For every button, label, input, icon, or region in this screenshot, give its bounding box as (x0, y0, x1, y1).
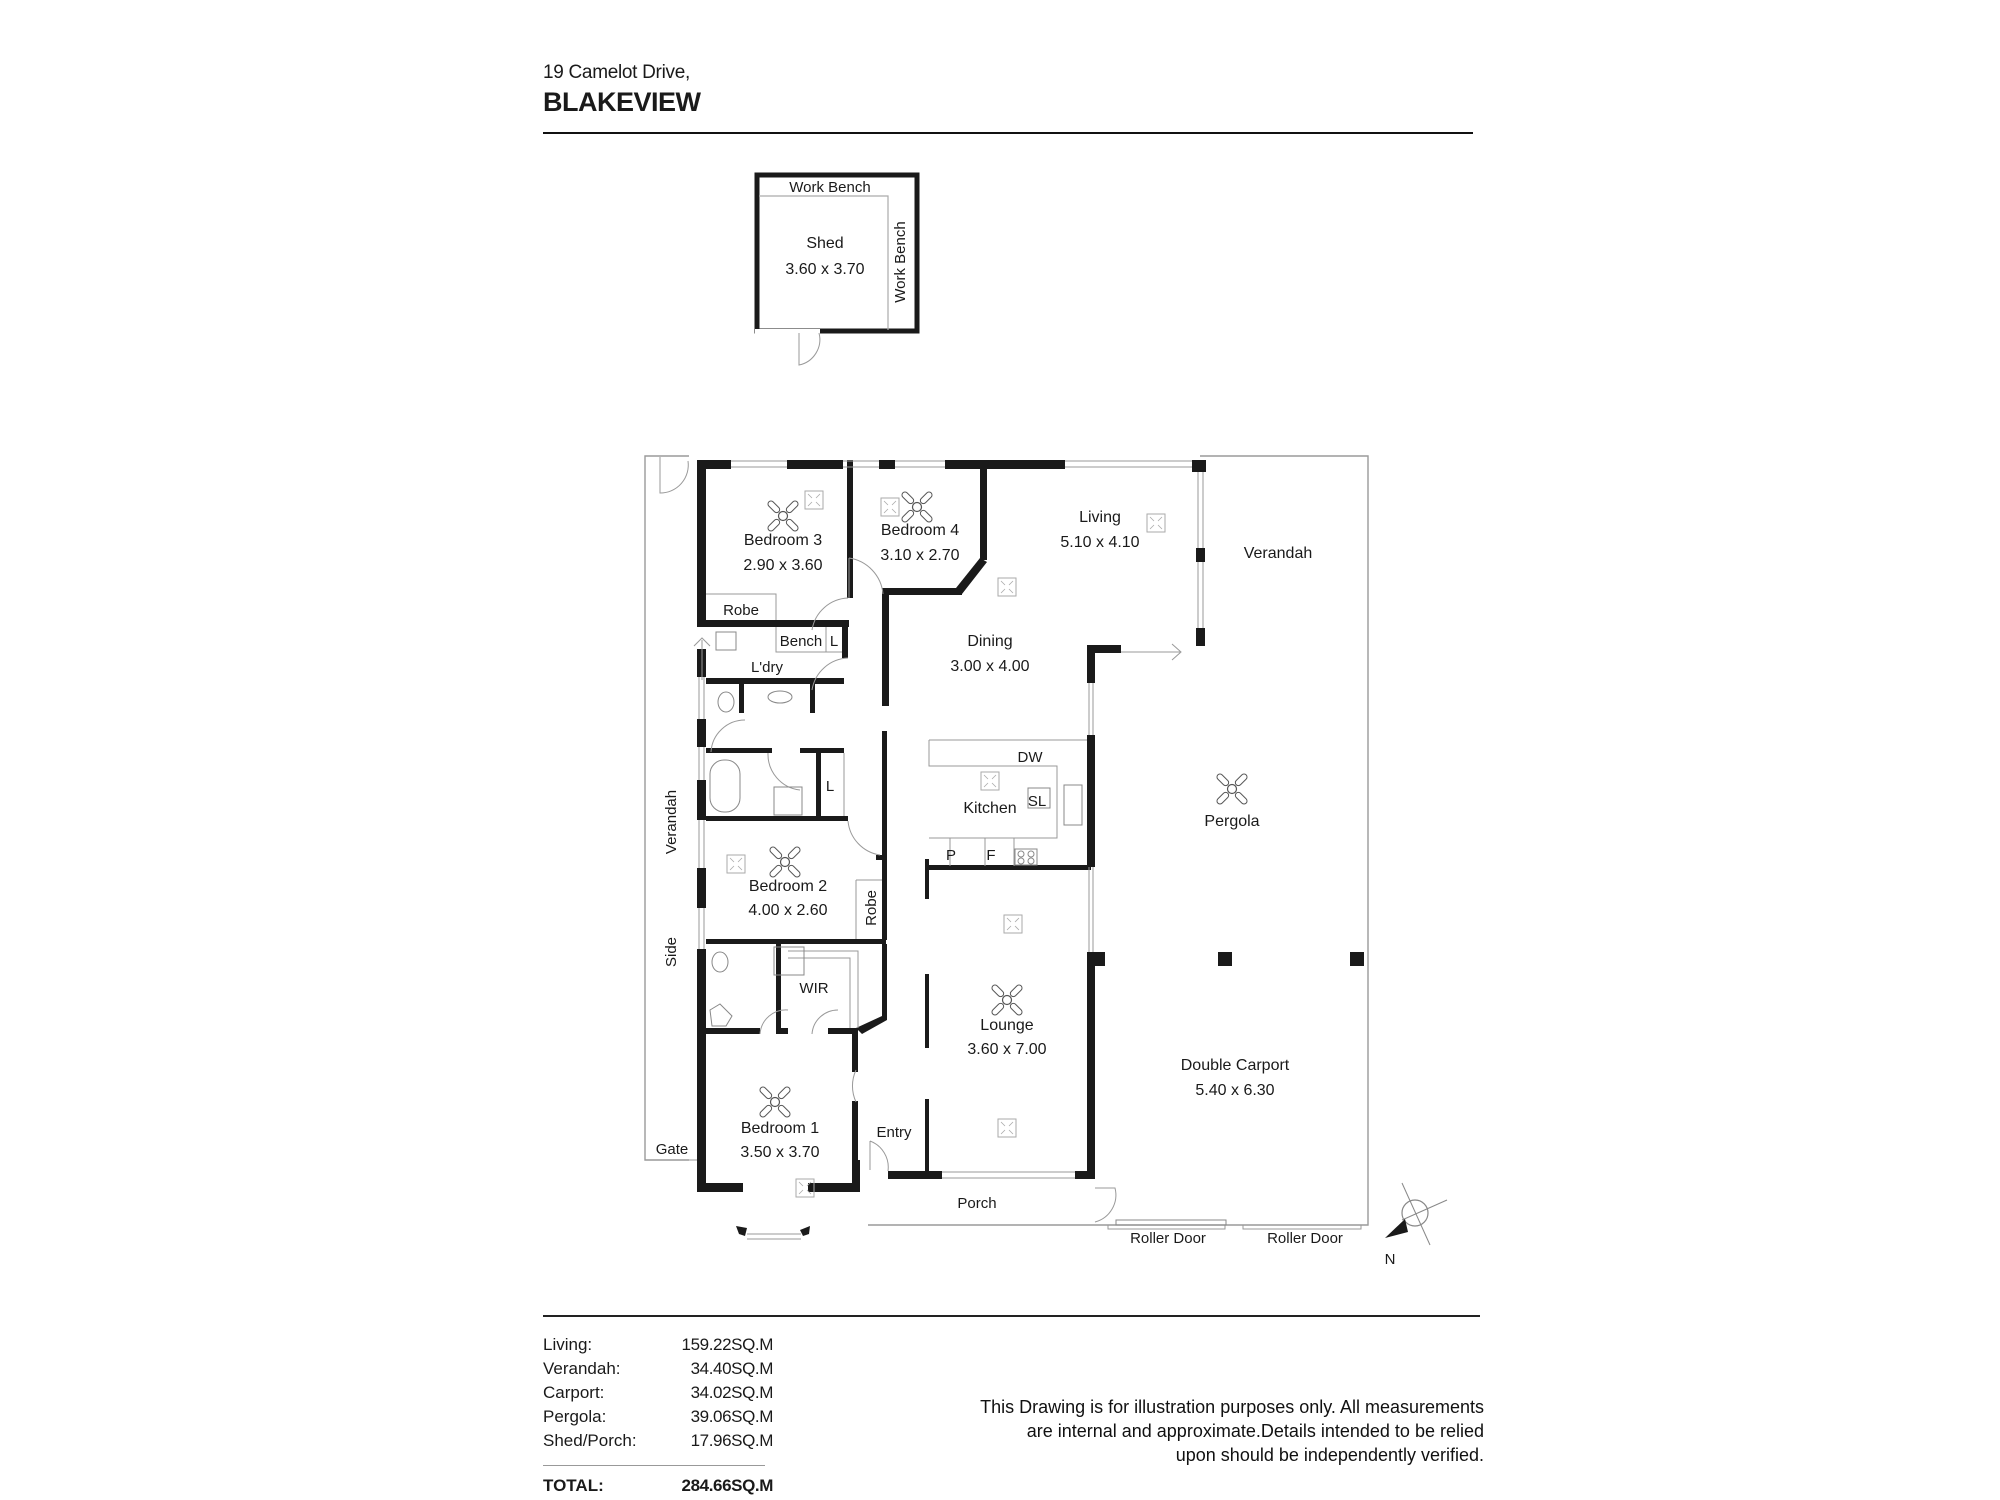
area-value: 34.40SQ.M (690, 1359, 774, 1378)
laundry-label: L'dry (751, 659, 784, 676)
disclaimer-line-3: upon should be independently verified. (1175, 1445, 1484, 1465)
bedroom1-label: Bedroom 1 (741, 1120, 819, 1137)
total-value: 284.66SQ.M (681, 1476, 774, 1495)
porch-label: Porch (957, 1195, 996, 1212)
roller-door-1-label: Roller Door (1130, 1230, 1206, 1247)
bench-label: Bench (780, 633, 823, 650)
carport-label: Double Carport (1181, 1057, 1290, 1074)
area-label: Pergola: (543, 1407, 607, 1426)
gate-label: Gate (656, 1141, 689, 1158)
street-address: 19 Camelot Drive, (543, 62, 690, 83)
header-divider (543, 132, 1473, 134)
lounge-dims: 3.60 x 7.00 (967, 1041, 1046, 1058)
windows (645, 460, 1362, 1240)
bedroom3-dims: 2.90 x 3.60 (743, 557, 822, 574)
shed-label: Shed (806, 235, 843, 252)
bedroom3-label: Bedroom 3 (744, 532, 822, 549)
area-value: 159.22SQ.M (681, 1335, 774, 1354)
room-labels: Bedroom 3 2.90 x 3.60 Bedroom 4 3.10 x 2… (740, 509, 1312, 1161)
disclaimer: This Drawing is for illustration purpose… (890, 1395, 1484, 1467)
living-label: Living (1079, 509, 1121, 526)
kitchen-label: Kitchen (963, 800, 1016, 817)
suburb-name: BLAKEVIEW (543, 87, 701, 117)
robe2-label: Robe (863, 890, 880, 926)
lounge-label: Lounge (980, 1017, 1033, 1034)
area-row-carport: Carport: 34.02SQ.M (543, 1381, 773, 1405)
area-total-row: TOTAL: 284.66SQ.M (543, 1476, 773, 1496)
sink-label: SL (1028, 793, 1046, 810)
door-swings (710, 557, 1117, 1223)
area-row-shed-porch: Shed/Porch: 17.96SQ.M (543, 1429, 773, 1453)
total-divider (543, 1465, 765, 1466)
bedroom2-dims: 4.00 x 2.60 (748, 902, 827, 919)
side-label: Side (663, 937, 680, 967)
pantry-label: P (946, 847, 956, 864)
pergola-label: Pergola (1204, 813, 1259, 830)
disclaimer-line-1: This Drawing is for illustration purpose… (980, 1397, 1484, 1417)
north-label: N (1385, 1251, 1396, 1268)
bedroom2-label: Bedroom 2 (749, 878, 827, 895)
bedroom4-label: Bedroom 4 (881, 522, 959, 539)
area-label: Carport: (543, 1383, 605, 1402)
area-row-pergola: Pergola: 39.06SQ.M (543, 1405, 773, 1429)
shed: Work Bench Work Bench Shed 3.60 x 3.70 (754, 172, 920, 366)
area-label: Living: (543, 1335, 593, 1354)
area-value: 39.06SQ.M (690, 1407, 774, 1426)
robe-label: Robe (723, 602, 759, 619)
disclaimer-line-2: are internal and approximate.Details int… (1026, 1421, 1484, 1441)
downlight-icons (726, 490, 1166, 1198)
area-value: 34.02SQ.M (690, 1383, 774, 1402)
wir-label: WIR (799, 980, 828, 997)
shed-workbench-top: Work Bench (789, 179, 870, 196)
north-compass-icon: N (1385, 1182, 1448, 1268)
bedroom4-dims: 3.10 x 2.70 (880, 547, 959, 564)
fixture-labels: Robe Bench L L'dry L Robe WIR DW SL P F … (656, 602, 1343, 1247)
property-header: 19 Camelot Drive, BLAKEVIEW (543, 62, 1473, 118)
shed-workbench-right: Work Bench (892, 221, 909, 302)
area-label: Verandah: (543, 1359, 621, 1378)
fixtures (709, 631, 1227, 1226)
verandah-right-label: Verandah (1244, 545, 1313, 562)
linen2-label: L (826, 778, 834, 795)
verandah-left-label: Verandah (663, 790, 680, 854)
total-label: TOTAL: (543, 1476, 604, 1495)
bedroom1-dims: 3.50 x 3.70 (740, 1144, 819, 1161)
dining-label: Dining (967, 633, 1012, 650)
entry-label: Entry (876, 1124, 912, 1141)
area-row-verandah: Verandah: 34.40SQ.M (543, 1357, 773, 1381)
dining-dims: 3.00 x 4.00 (950, 658, 1029, 675)
walls (697, 460, 1364, 1236)
area-value: 17.96SQ.M (690, 1431, 774, 1450)
area-label: Shed/Porch: (543, 1431, 637, 1450)
area-summary: Living: 159.22SQ.M Verandah: 34.40SQ.M C… (543, 1333, 773, 1496)
area-row-living: Living: 159.22SQ.M (543, 1333, 773, 1357)
roller-door-2-label: Roller Door (1267, 1230, 1343, 1247)
living-dims: 5.10 x 4.10 (1060, 534, 1139, 551)
fridge-label: F (986, 847, 995, 864)
linen-label: L (830, 633, 838, 650)
footer-divider (543, 1315, 1480, 1317)
carport-dims: 5.40 x 6.30 (1195, 1082, 1274, 1099)
shed-dims: 3.60 x 3.70 (785, 261, 864, 278)
dishwasher-label: DW (1018, 749, 1044, 766)
